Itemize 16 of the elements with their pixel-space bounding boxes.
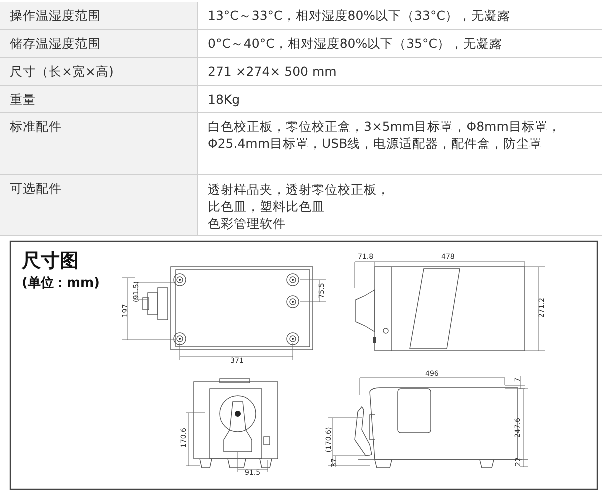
value-cell: 13°C～33°C，相对湿度80%以下（33°C），无凝露 bbox=[198, 2, 602, 30]
value-cell: 0°C～40°C，相对湿度80%以下（35°C），无凝露 bbox=[198, 30, 602, 58]
cell-text-line: 色彩管理软件 bbox=[208, 215, 286, 232]
cell-text-line: 透射样品夹，透射零位校正板， bbox=[208, 181, 390, 198]
cell-text-line: 比色皿，塑料比色皿 bbox=[208, 198, 325, 215]
value-cell: 18Kg bbox=[198, 86, 602, 113]
unit-note: (单位：mm) bbox=[22, 275, 100, 292]
header-cell: 重量 bbox=[0, 86, 198, 113]
header-cell: 标准配件 bbox=[0, 113, 198, 175]
drawing-title: 尺寸图 bbox=[22, 249, 79, 274]
header-cell: 可选配件 bbox=[0, 175, 198, 236]
value-cell: 271 ×274× 500 mm bbox=[198, 58, 602, 86]
value-cell: 白色校正板，零位校正盒，3×5mm目标罩，Φ8mm目标罩，Φ25.4mm目标罩，USB线，电源适配器，配件盒，防尘罩 bbox=[198, 113, 602, 175]
header-cell: 操作温湿度范围 bbox=[0, 2, 198, 30]
header-cell: 尺寸（长×宽×高) bbox=[0, 58, 198, 86]
header-cell: 储存温湿度范围 bbox=[0, 30, 198, 58]
